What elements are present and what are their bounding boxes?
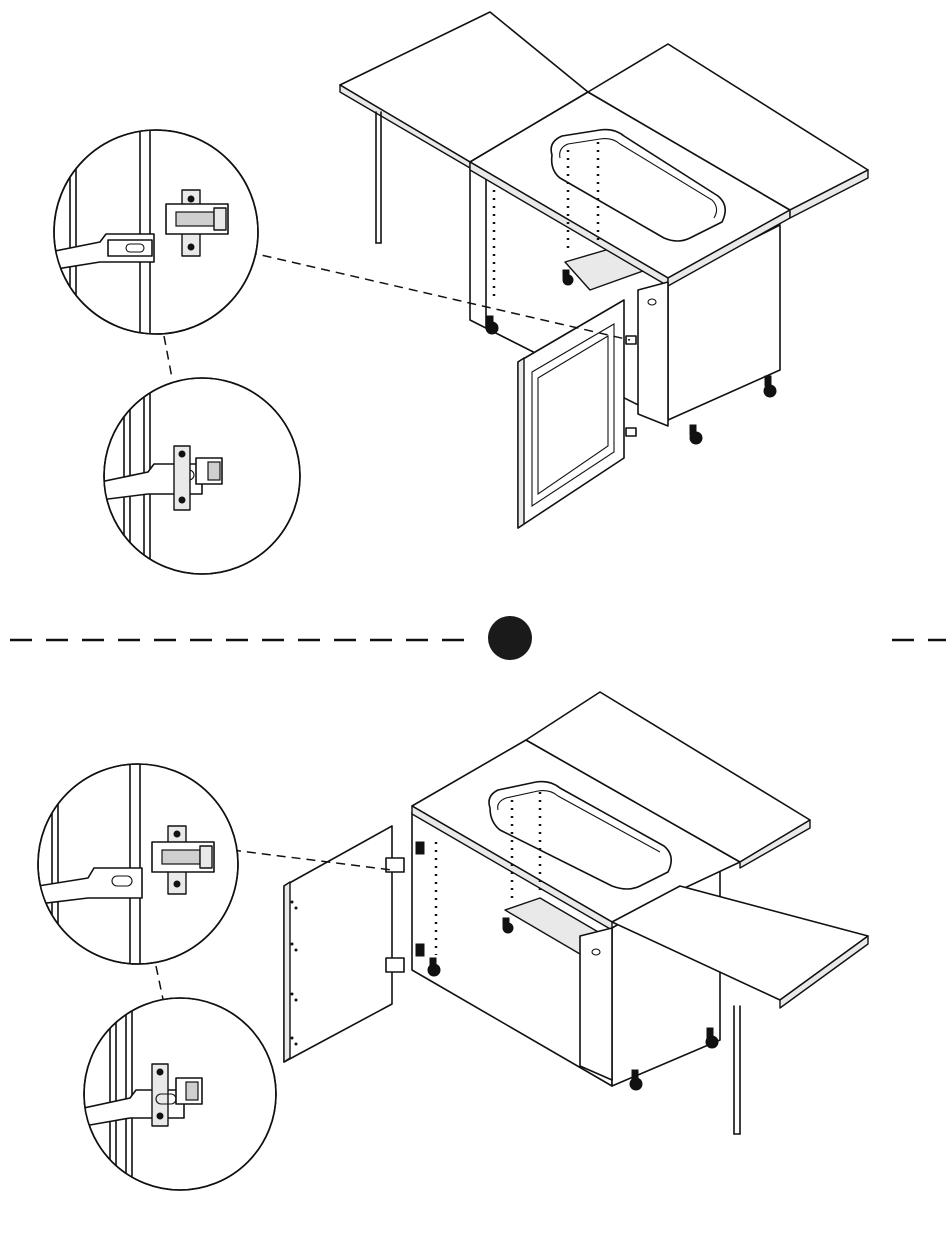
- bottom-cabinet-illustration: [232, 692, 868, 1134]
- top-callout-connector: [164, 336, 172, 378]
- top-fixed-door: [638, 282, 668, 426]
- step-separator: [10, 616, 946, 660]
- top-cabinet-illustration: [248, 12, 868, 528]
- bottom-callout-connector: [156, 966, 164, 1004]
- top-callout-engaged: [50, 130, 258, 340]
- top-callout-released: [100, 378, 300, 574]
- step-marker-dot: [488, 616, 532, 660]
- bottom-fixed-door: [580, 928, 612, 1080]
- bottom-callout-released: [84, 998, 276, 1190]
- bottom-door-panel: [284, 826, 404, 1062]
- bottom-callout-engaged: [38, 764, 238, 964]
